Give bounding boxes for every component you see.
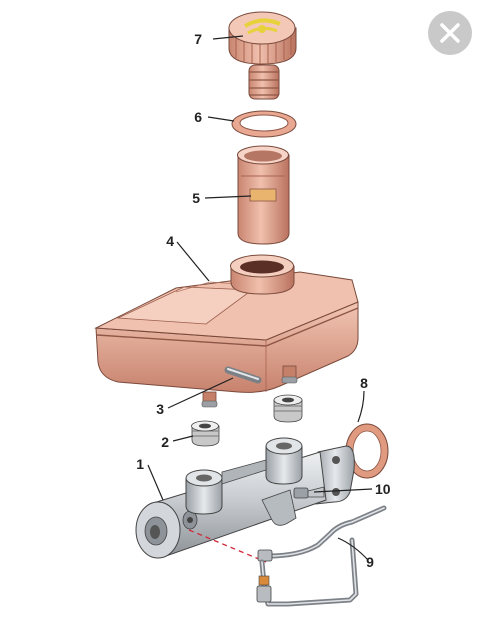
callout-label: 10 [375,481,391,497]
filter-strainer [237,145,290,245]
master-cylinder-body [135,437,355,559]
close-icon [440,23,460,43]
fluid-reservoir [94,254,359,408]
rubber-grommet [273,394,303,423]
callout-label: 8 [360,375,368,391]
brake-pipe [256,537,359,607]
reservoir-outlet [201,391,218,408]
callout-label: 3 [156,401,164,417]
callout-label: 9 [366,554,374,570]
leader-lines [147,35,373,561]
callout-label: 1 [136,456,144,472]
reservoir-outlet [281,365,298,384]
callout-label: 5 [192,190,200,206]
alignment-line [188,529,267,563]
ring-seal [231,110,297,138]
reservoir-cap [228,11,297,100]
rubber-grommet [191,420,220,447]
callout-label: 7 [194,31,202,47]
brake-pipe [257,505,387,562]
callout-label: 2 [161,434,169,450]
mounting-pin [224,366,262,384]
callout-label: 6 [194,109,202,125]
close-button[interactable] [428,11,472,55]
callout-label: 4 [166,233,174,249]
